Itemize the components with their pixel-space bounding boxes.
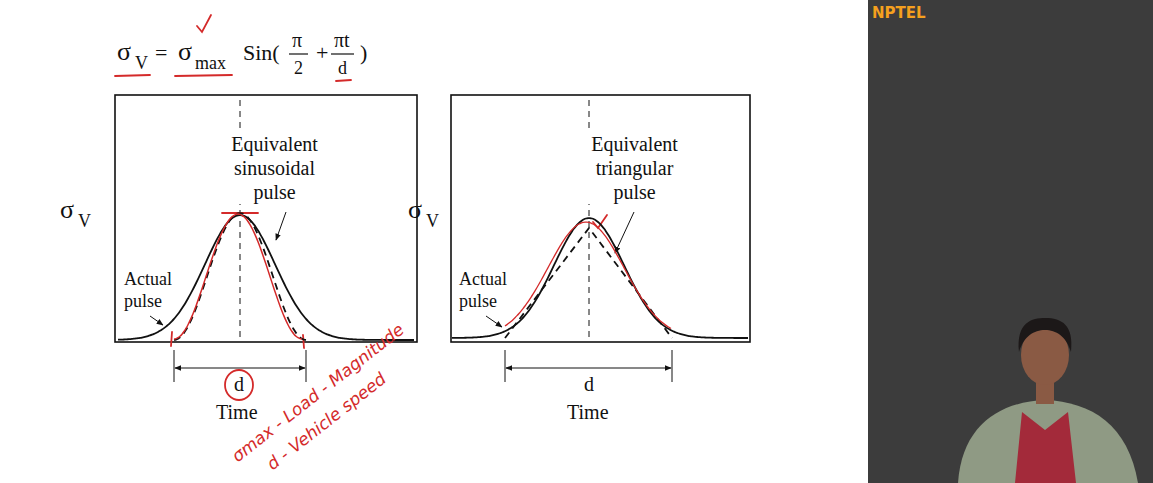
axis-subscript: V: [78, 210, 91, 232]
axis-label: σ: [60, 194, 74, 225]
axis-label: Time: [567, 400, 609, 424]
dimension-tick: [174, 350, 175, 382]
pointer-arrow: [486, 316, 502, 327]
dimension-line: [506, 368, 671, 369]
axis-subscript: V: [426, 210, 439, 232]
formula-symbol: σ: [117, 36, 131, 67]
axis-label: σ: [408, 194, 422, 225]
video-panel: [868, 0, 1153, 483]
dimension-tick: [672, 350, 673, 382]
dimension-tick: [505, 350, 506, 382]
pointer-arrow: [276, 212, 286, 240]
formula-subscript: max: [195, 52, 226, 74]
handwritten-note: σmax - Load - Magnitude: [228, 319, 408, 466]
plot-frame: [115, 95, 417, 342]
formula-symbol: =: [155, 40, 167, 66]
annotation-trace: [505, 222, 671, 328]
dimension-label: d: [234, 372, 244, 396]
triangular-pulse-curve: [505, 228, 672, 338]
axis-label: Time: [216, 400, 258, 424]
formula-numerator: πt: [334, 28, 350, 52]
formula-denominator: 2: [294, 57, 303, 79]
actual-pulse-curve: [118, 215, 414, 340]
pointer-arrow: [615, 212, 634, 253]
sinusoidal-pulse-curve: [174, 213, 306, 340]
curve-label: Actual pulse: [459, 268, 529, 312]
channel-logo: NPTEL: [872, 4, 926, 22]
speaker-figure: [958, 318, 1138, 483]
curve-label: Equivalent triangular pulse: [575, 132, 694, 204]
formula-numerator: π: [292, 28, 302, 52]
curve-label: Actual pulse: [124, 268, 194, 312]
formula-denominator: d: [338, 57, 347, 79]
annotation: [115, 15, 607, 400]
formula-symbol: ): [360, 40, 367, 66]
plot-frame: [451, 95, 750, 342]
pointer-arrow: [150, 316, 163, 325]
formula-symbol: σ: [178, 36, 192, 67]
actual-pulse-curve: [452, 218, 748, 338]
fraction-bar: [289, 53, 308, 54]
dimension-line: [175, 368, 305, 369]
formula-symbol: Sin(: [243, 40, 280, 66]
curve-label: Equivalent sinusoidal pulse: [215, 132, 334, 204]
formula-subscript: V: [135, 52, 148, 74]
formula-symbol: +: [316, 40, 328, 66]
dimension-label: d: [584, 372, 594, 396]
fraction-bar: [331, 53, 354, 54]
dimension-tick: [306, 350, 307, 382]
annotation-trace: [174, 214, 302, 339]
